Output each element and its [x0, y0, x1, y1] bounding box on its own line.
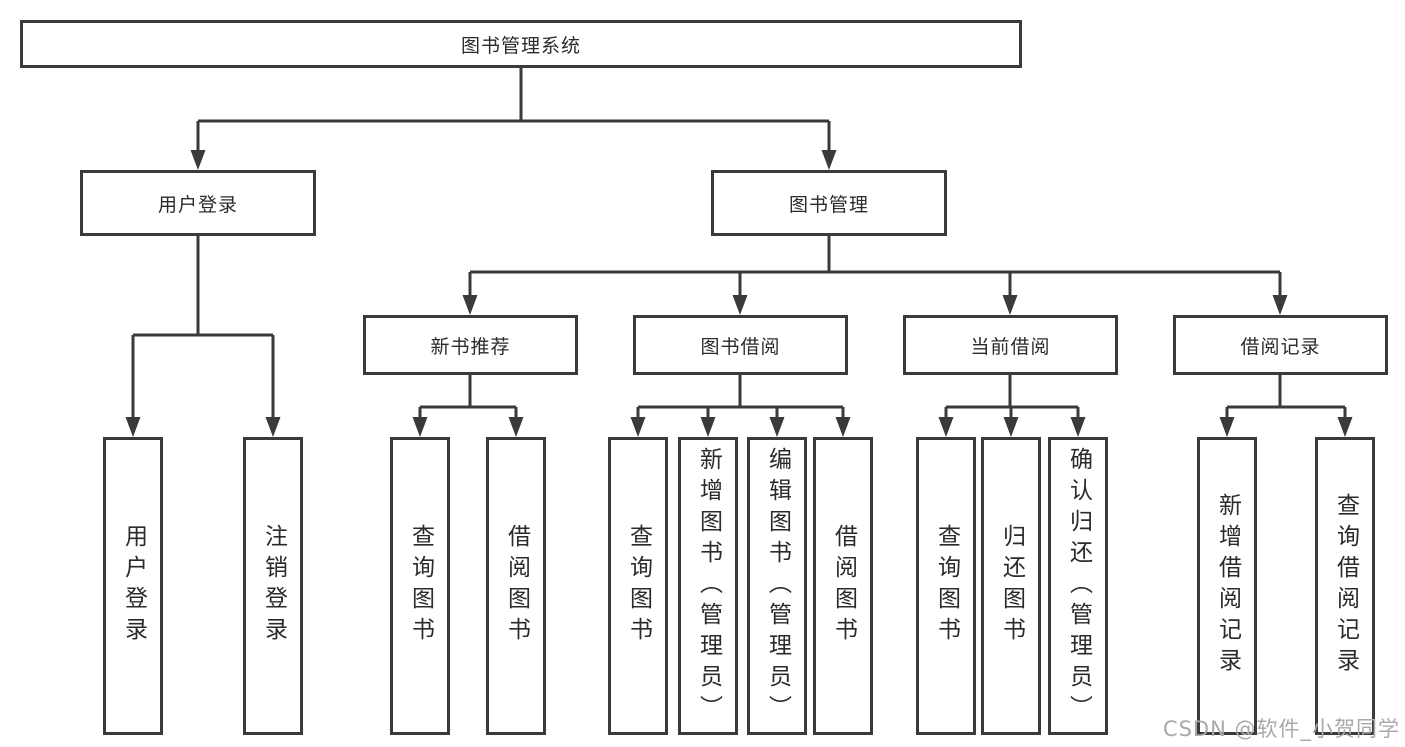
leaf-borrow-query-books-label: 查询图书: [625, 524, 652, 648]
csdn-watermark: CSDN @软件_小贺同学: [1162, 717, 1400, 741]
leaf-borrow-add-books-admin: 新增图书（管理员）: [678, 437, 738, 735]
leaf-recommend-query-books-label: 查询图书: [407, 524, 434, 648]
leaf-logout-label: 注销登录: [260, 524, 287, 648]
leaf-borrow-borrow-books-label: 借阅图书: [830, 524, 857, 648]
connector-records-subtree: [1219, 375, 1353, 437]
leaf-user-login-label: 用户登录: [120, 524, 147, 648]
node-book-management: 图书管理: [711, 170, 947, 236]
node-book-borrow: 图书借阅: [633, 315, 848, 375]
node-borrow-records-label: 借阅记录: [1240, 335, 1321, 358]
node-current-borrow-label: 当前借阅: [970, 335, 1051, 358]
node-root: 图书管理系统: [20, 20, 1022, 68]
node-user-login: 用户登录: [80, 170, 316, 236]
leaf-borrow-edit-books-admin-label: 编辑图书（管理员）: [764, 446, 791, 726]
connector-borrow-subtree: [630, 375, 851, 437]
leaf-records-add-record-label: 新增借阅记录: [1214, 493, 1241, 679]
leaf-borrow-add-books-admin-label: 新增图书（管理员）: [695, 446, 722, 726]
node-current-borrow: 当前借阅: [903, 315, 1118, 375]
connector-book-mgmt-subtree: [462, 236, 1288, 315]
leaf-borrow-edit-books-admin: 编辑图书（管理员）: [747, 437, 807, 735]
connector-user-login-subtree: [125, 236, 281, 437]
node-book-borrow-label: 图书借阅: [700, 335, 781, 358]
node-root-label: 图书管理系统: [460, 34, 581, 57]
leaf-current-return-books: 归还图书: [981, 437, 1041, 735]
connector-recommend-subtree: [412, 375, 524, 437]
leaf-records-query-record: 查询借阅记录: [1315, 437, 1375, 735]
leaf-borrow-query-books: 查询图书: [608, 437, 668, 735]
leaf-records-query-record-label: 查询借阅记录: [1332, 493, 1359, 679]
leaf-borrow-borrow-books: 借阅图书: [813, 437, 873, 735]
leaf-current-query-books: 查询图书: [916, 437, 976, 735]
node-user-login-label: 用户登录: [157, 193, 238, 216]
leaf-recommend-borrow-books: 借阅图书: [486, 437, 546, 735]
node-new-book-recommend: 新书推荐: [363, 315, 578, 375]
node-borrow-records: 借阅记录: [1173, 315, 1388, 375]
leaf-recommend-query-books: 查询图书: [390, 437, 450, 735]
leaf-current-query-books-label: 查询图书: [933, 524, 960, 648]
leaf-current-confirm-return-admin-label: 确认归还（管理员）: [1065, 446, 1092, 726]
leaf-current-confirm-return-admin: 确认归还（管理员）: [1048, 437, 1108, 735]
leaf-logout: 注销登录: [243, 437, 303, 735]
leaf-recommend-borrow-books-label: 借阅图书: [503, 524, 530, 648]
node-book-management-label: 图书管理: [788, 193, 869, 216]
leaf-records-add-record: 新增借阅记录: [1197, 437, 1257, 735]
connector-current-subtree: [938, 375, 1086, 437]
connector-root-to-level2: [190, 68, 837, 170]
node-new-book-recommend-label: 新书推荐: [430, 335, 511, 358]
leaf-current-return-books-label: 归还图书: [998, 524, 1025, 648]
leaf-user-login: 用户登录: [103, 437, 163, 735]
